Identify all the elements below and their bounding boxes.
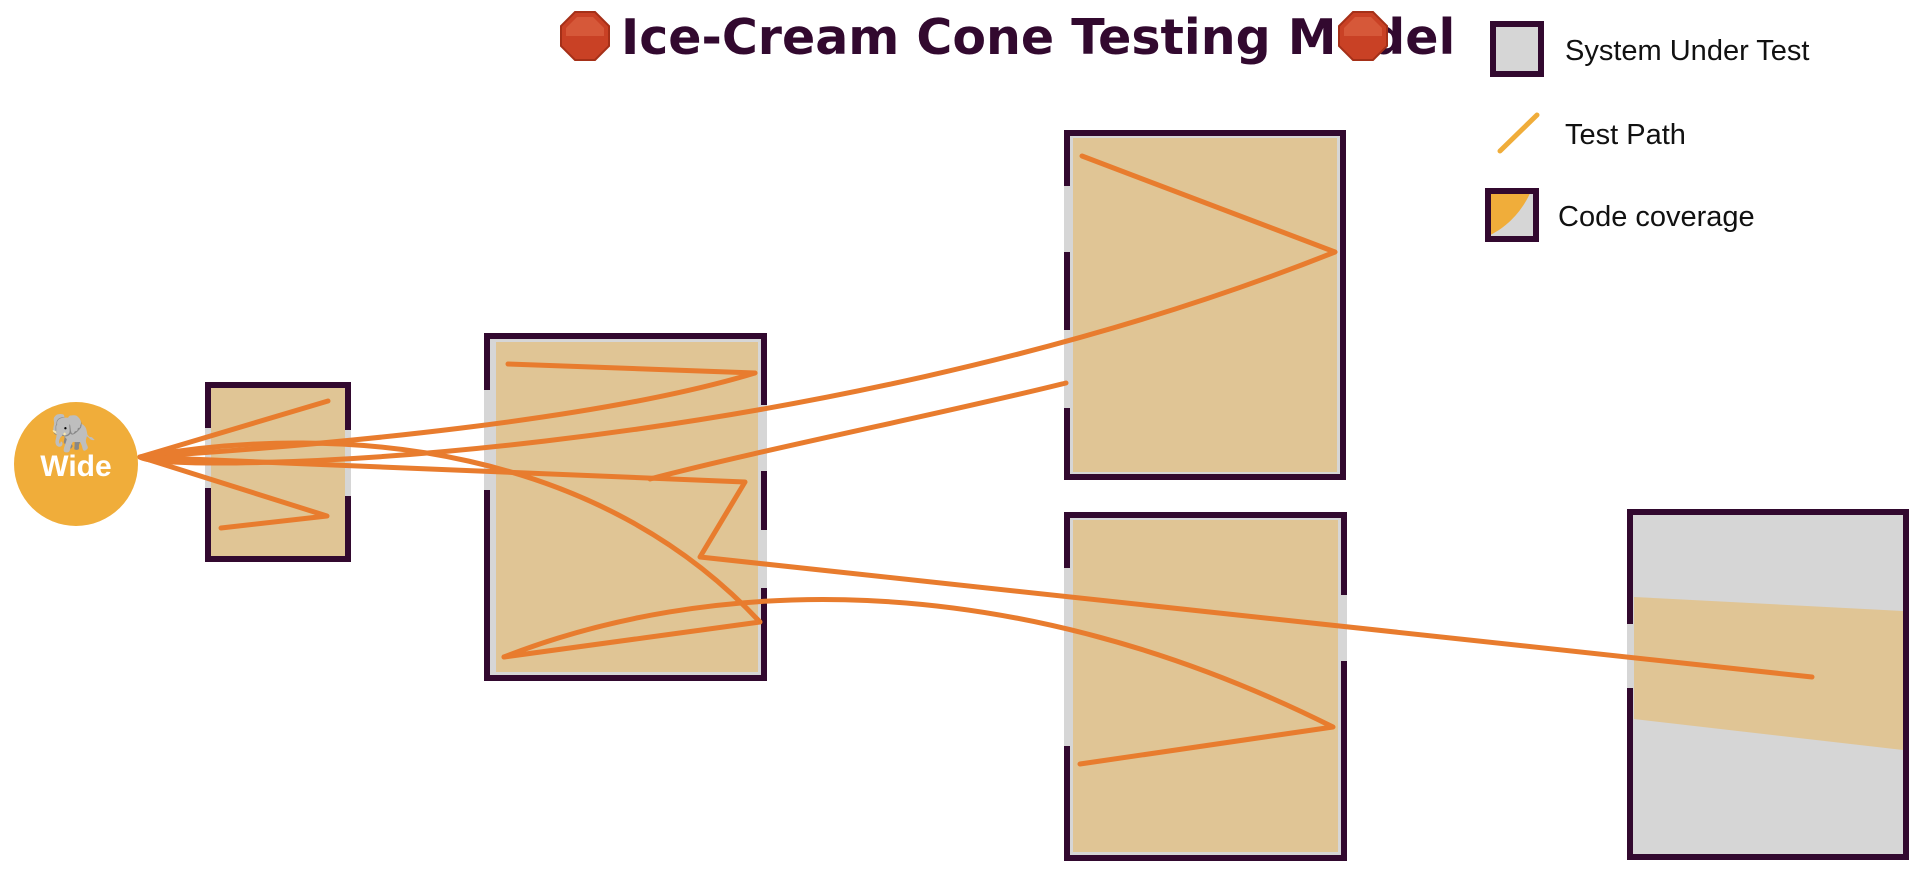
coverage-area [1073, 138, 1337, 472]
system-d-box [1064, 512, 1347, 861]
test-paths [137, 153, 1815, 767]
port [1064, 186, 1070, 252]
coverage-area [211, 388, 345, 556]
test-path [137, 153, 1338, 466]
system-box-icon [1490, 21, 1544, 77]
port [761, 530, 767, 588]
test-path [137, 440, 763, 660]
actor-circle [14, 402, 138, 526]
stop-sign-icon [560, 11, 610, 61]
test-path-icon [1497, 112, 1540, 154]
test-path [647, 380, 1069, 482]
legend-label-path: Test Path [1565, 119, 1686, 151]
system-e-box [1627, 509, 1909, 860]
test-path [137, 454, 1815, 680]
port [345, 430, 351, 496]
page-title: Ice-Cream Cone Testing Model [621, 9, 1455, 66]
legend: System Under Test Test Path Code coverag… [1485, 21, 1809, 242]
coverage-area [496, 342, 758, 672]
elephant-icon: 🐘 [50, 411, 97, 455]
test-path [137, 398, 331, 531]
port [1064, 568, 1070, 746]
coverage-icon [1488, 191, 1531, 236]
actor-label: Wide [40, 450, 111, 483]
coverage-area [1073, 520, 1338, 852]
system-c-box [1064, 130, 1346, 480]
system-b-box [484, 333, 767, 681]
system-a-box [205, 382, 351, 562]
test-path [501, 597, 1336, 767]
legend-test-path: Test Path [1497, 112, 1686, 154]
port [761, 405, 767, 471]
actor-wide: 🐘 Wide [14, 402, 138, 526]
test-path [137, 361, 758, 460]
title-group: Ice-Cream Cone Testing Model [560, 9, 1455, 66]
port [1064, 330, 1070, 408]
legend-system-under-test: System Under Test [1490, 21, 1809, 77]
stop-sign-icon [1338, 11, 1388, 61]
port [484, 390, 490, 490]
legend-label-system: System Under Test [1565, 35, 1809, 67]
legend-code-coverage: Code coverage [1485, 188, 1755, 242]
legend-label-coverage: Code coverage [1558, 201, 1755, 233]
